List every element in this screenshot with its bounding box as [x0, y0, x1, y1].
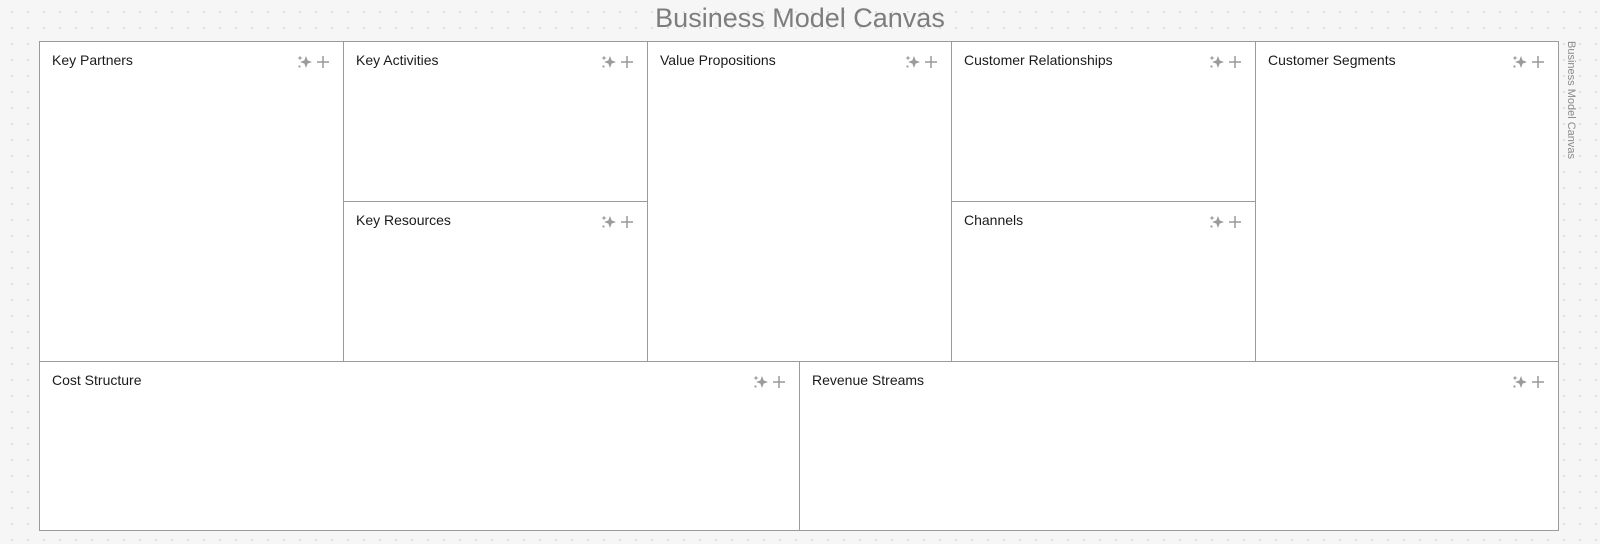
- sparkle-icon[interactable]: [905, 54, 921, 70]
- plus-icon[interactable]: [315, 54, 331, 70]
- block-actions: [905, 54, 939, 70]
- business-model-canvas: Key Partners Key Activities Key Resource…: [39, 41, 1559, 531]
- canvas-side-label: Business Model Canvas: [1565, 41, 1577, 160]
- key-resources-block[interactable]: Key Resources: [344, 202, 648, 362]
- block-actions: [601, 54, 635, 70]
- block-actions: [1512, 54, 1546, 70]
- block-label: Value Propositions: [660, 52, 776, 68]
- key-partners-block[interactable]: Key Partners: [40, 42, 344, 362]
- cost-structure-block[interactable]: Cost Structure: [40, 362, 800, 530]
- customer-relationships-block[interactable]: Customer Relationships: [952, 42, 1256, 202]
- sparkle-icon[interactable]: [1209, 214, 1225, 230]
- sparkle-icon[interactable]: [1512, 374, 1528, 390]
- plus-icon[interactable]: [1530, 54, 1546, 70]
- block-label: Channels: [964, 212, 1024, 228]
- sparkle-icon[interactable]: [753, 374, 769, 390]
- block-label: Customer Relationships: [964, 52, 1113, 68]
- block-label: Key Activities: [356, 52, 439, 68]
- block-actions: [601, 214, 635, 230]
- block-actions: [1209, 214, 1243, 230]
- sparkle-icon[interactable]: [1512, 54, 1528, 70]
- customer-segments-block[interactable]: Customer Segments: [1256, 42, 1558, 362]
- plus-icon[interactable]: [1227, 214, 1243, 230]
- revenue-streams-block[interactable]: Revenue Streams: [800, 362, 1558, 530]
- block-label: Revenue Streams: [812, 372, 925, 388]
- block-label: Cost Structure: [52, 372, 142, 388]
- block-actions: [1209, 54, 1243, 70]
- plus-icon[interactable]: [1530, 374, 1546, 390]
- block-label: Key Partners: [52, 52, 133, 68]
- value-propositions-block[interactable]: Value Propositions: [648, 42, 952, 362]
- sparkle-icon[interactable]: [601, 54, 617, 70]
- plus-icon[interactable]: [923, 54, 939, 70]
- block-actions: [1512, 374, 1546, 390]
- block-label: Customer Segments: [1268, 52, 1396, 68]
- block-actions: [297, 54, 331, 70]
- sparkle-icon[interactable]: [1209, 54, 1225, 70]
- plus-icon[interactable]: [619, 54, 635, 70]
- key-activities-block[interactable]: Key Activities: [344, 42, 648, 202]
- channels-block[interactable]: Channels: [952, 202, 1256, 362]
- sparkle-icon[interactable]: [601, 214, 617, 230]
- block-label: Key Resources: [356, 212, 451, 228]
- sparkle-icon[interactable]: [297, 54, 313, 70]
- canvas-title: Business Model Canvas: [655, 3, 945, 33]
- plus-icon[interactable]: [1227, 54, 1243, 70]
- plus-icon[interactable]: [619, 214, 635, 230]
- plus-icon[interactable]: [771, 374, 787, 390]
- block-actions: [753, 374, 787, 390]
